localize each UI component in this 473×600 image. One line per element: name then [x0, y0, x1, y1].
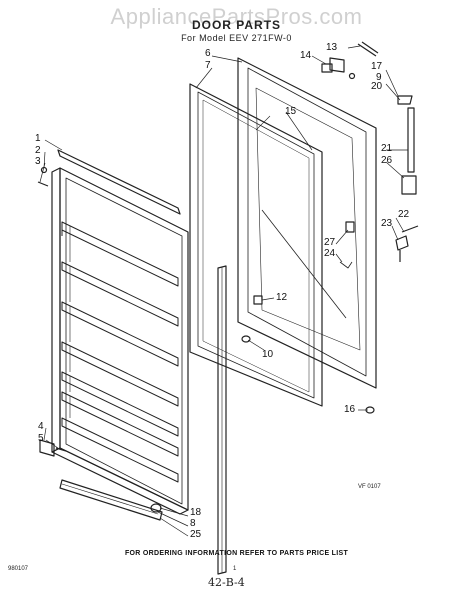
callout-18: 18 — [190, 507, 202, 518]
callout-9: 9 — [376, 72, 382, 83]
hinge-rod — [401, 107, 417, 195]
callout-3: 3 — [35, 156, 41, 167]
callout-25: 25 — [190, 529, 202, 540]
callout-27: 27 — [324, 237, 336, 248]
callout-23: 23 — [381, 218, 393, 229]
callout-4: 4 — [38, 421, 44, 432]
callout-5: 5 — [38, 433, 44, 444]
top-hinge-parts — [321, 41, 413, 105]
callout-14: 14 — [300, 50, 312, 61]
callout-12: 12 — [276, 292, 288, 303]
callout-1: 1 — [35, 133, 41, 144]
callout-26: 26 — [381, 155, 393, 166]
page-number: 1 — [233, 566, 237, 572]
door-gasket — [189, 83, 323, 407]
callout-13: 13 — [326, 42, 338, 53]
figure-code: VF 0107 — [358, 484, 381, 490]
callout-24: 24 — [324, 248, 336, 259]
callout-17: 17 — [371, 61, 383, 72]
callout-7: 7 — [205, 60, 211, 71]
breaker-strip — [217, 265, 227, 575]
callout-21: 21 — [381, 143, 393, 154]
model-subtitle: For Model EEV 271FW-0 — [181, 33, 292, 43]
outer-door-panel — [51, 167, 189, 515]
callout-20: 20 — [371, 81, 383, 92]
page-code: 980107 — [8, 566, 29, 572]
door-shelves — [61, 221, 179, 483]
ordering-note: FOR ORDERING INFORMATION REFER TO PARTS … — [124, 550, 349, 557]
watermark: AppliancePartsPros.com — [110, 4, 363, 29]
callout-10: 10 — [262, 349, 274, 360]
top-trim-strip — [57, 149, 181, 215]
handwritten-note: 42-B-4 — [208, 576, 245, 589]
inner-door-liner — [237, 57, 377, 389]
callout-6: 6 — [205, 48, 211, 59]
bottom-trim-strip — [59, 479, 163, 521]
callout-2: 2 — [35, 145, 41, 156]
callout-15: 15 — [285, 106, 297, 117]
callout-8: 8 — [190, 518, 196, 529]
callout-22: 22 — [398, 209, 410, 220]
callout-16: 16 — [344, 404, 356, 415]
diagram-title: DOOR PARTS — [191, 18, 282, 32]
